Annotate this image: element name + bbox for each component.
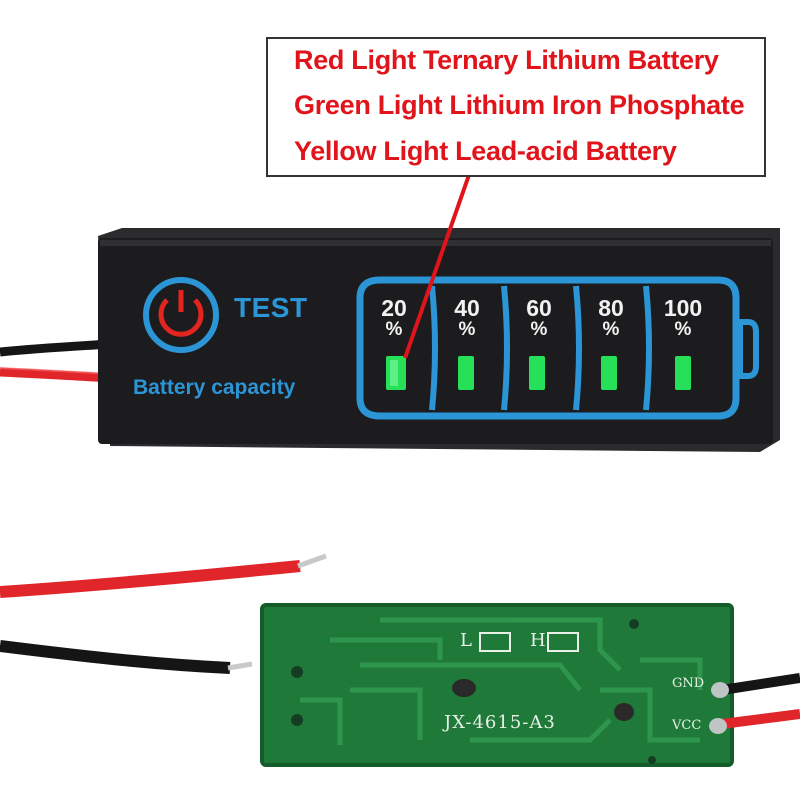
cell-60: 60 % <box>510 296 568 340</box>
pcb-pad-h-label: H <box>530 630 546 651</box>
pcb-gnd-label: GND <box>672 676 705 691</box>
module-front <box>98 228 780 452</box>
cell-unit: % <box>385 319 403 340</box>
cell-value: 100 <box>663 295 703 321</box>
cell-20: 20 % <box>365 296 423 340</box>
pcb-model-label: JX-4615-A3 <box>444 712 556 733</box>
power-icon <box>143 277 219 353</box>
cell-100: 100 % <box>654 296 712 340</box>
cell-value: 80 <box>598 295 624 321</box>
battery-type-callout: Red Light Ternary Lithium Battery Green … <box>266 37 766 177</box>
cell-80: 80 % <box>582 296 640 340</box>
cell-40: 40 % <box>438 296 496 340</box>
test-label: TEST <box>234 292 308 323</box>
cell-value: 20 <box>381 295 407 321</box>
led-indicators <box>386 356 691 390</box>
battery-outline-icon <box>356 276 759 420</box>
callout-line-green: Green Light Lithium Iron Phosphate <box>294 90 745 120</box>
led-100 <box>675 356 691 390</box>
pcb-board <box>260 603 800 767</box>
led-60 <box>529 356 545 390</box>
led-40 <box>458 356 474 390</box>
cell-value: 60 <box>526 295 552 321</box>
cell-unit: % <box>458 319 476 340</box>
pcb-vcc-label: VCC <box>672 718 702 733</box>
callout-pointer <box>403 171 472 359</box>
cell-value: 40 <box>454 295 480 321</box>
pcb-pad-l-label: L <box>460 630 472 651</box>
battery-capacity-label: Battery capacity <box>133 376 296 399</box>
led-80 <box>601 356 617 390</box>
cell-unit: % <box>602 319 620 340</box>
loose-wires <box>0 553 327 674</box>
callout-line-red: Red Light Ternary Lithium Battery <box>294 45 719 75</box>
callout-line-yellow: Yellow Light Lead-acid Battery <box>294 136 677 166</box>
top-wires <box>0 339 111 383</box>
cell-unit: % <box>530 319 548 340</box>
cell-unit: % <box>674 319 692 340</box>
